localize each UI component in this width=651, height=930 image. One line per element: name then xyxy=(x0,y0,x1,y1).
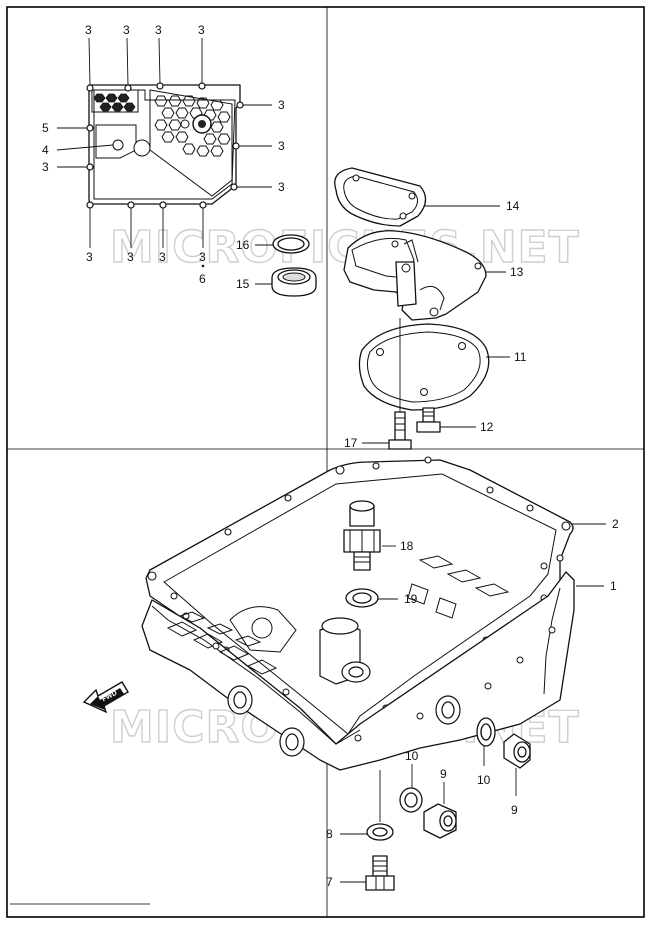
callout-3-left: 3 xyxy=(42,160,49,174)
callout-12: 12 xyxy=(480,420,494,434)
plug-9-left xyxy=(423,803,457,839)
strainer-gasket-14 xyxy=(334,167,427,227)
callout-11: 11 xyxy=(514,350,527,364)
callout-3-bottom-2: 3 xyxy=(127,250,134,264)
callout-1: 1 xyxy=(610,579,617,593)
gasket-10-right xyxy=(476,717,496,747)
drain-plug-7 xyxy=(365,855,395,891)
o-ring-16 xyxy=(272,234,310,254)
callout-3-right-2: 3 xyxy=(278,139,285,153)
gasket-8 xyxy=(366,823,394,841)
callout-9-left: 9 xyxy=(440,767,447,781)
callout-5: 5 xyxy=(42,121,49,135)
callout-3-top-3: 3 xyxy=(155,23,162,37)
callout-3-bottom-4: 3 xyxy=(199,250,206,264)
callout-14: 14 xyxy=(506,199,520,213)
diagram-frame xyxy=(6,6,645,918)
callout-6: 6 xyxy=(199,272,206,286)
callout-10-right: 10 xyxy=(477,773,491,787)
callout-15: 15 xyxy=(236,277,250,291)
callout-17: 17 xyxy=(344,436,358,450)
strainer-gasket-plate xyxy=(86,82,244,209)
oil-pan-1 xyxy=(141,555,575,771)
callout-bullet xyxy=(201,264,205,268)
callout-18: 18 xyxy=(400,539,414,553)
gasket-19 xyxy=(345,588,379,608)
bolt-17 xyxy=(388,411,412,450)
callout-9-right: 9 xyxy=(511,803,518,817)
gasket-10-left xyxy=(399,787,423,813)
callout-3-top-2: 3 xyxy=(123,23,130,37)
callout-7: 7 xyxy=(326,875,333,889)
callout-4: 4 xyxy=(42,143,49,157)
callout-16: 16 xyxy=(236,238,250,252)
callout-3-top-1: 3 xyxy=(85,23,92,37)
callout-8: 8 xyxy=(326,827,333,841)
callout-3-right-3: 3 xyxy=(278,180,285,194)
leaders-strainer xyxy=(56,37,272,248)
callout-19: 19 xyxy=(404,592,418,606)
callout-3-bottom-1: 3 xyxy=(86,250,93,264)
oil-seal-15 xyxy=(271,267,317,297)
bolt-12 xyxy=(416,407,441,433)
oil-pressure-switch-18 xyxy=(343,500,381,571)
callout-10-left: 10 xyxy=(405,749,419,763)
strainer-cover-11 xyxy=(358,323,490,411)
callout-3-top-4: 3 xyxy=(198,23,205,37)
callout-13: 13 xyxy=(510,265,524,279)
callout-2: 2 xyxy=(612,517,619,531)
callout-3-bottom-3: 3 xyxy=(159,250,166,264)
oil-strainer-13 xyxy=(343,230,487,321)
plug-9-right xyxy=(503,733,531,769)
fwd-arrow-icon: FWD xyxy=(82,681,129,714)
callout-3-right-1: 3 xyxy=(278,98,285,112)
strainer-mesh xyxy=(91,89,233,197)
